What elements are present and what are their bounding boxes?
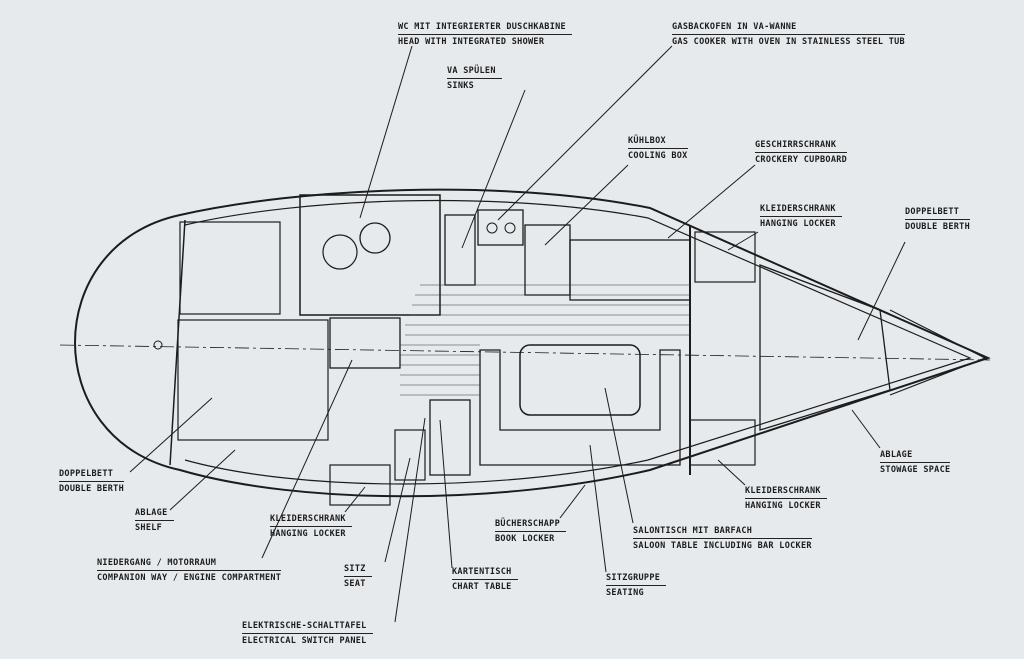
label-berth-aft: DOPPELBETT DOUBLE BERTH [59,467,125,496]
settee-stbd [479,349,681,466]
label-locker-fwd-stbd: KLEIDERSCHRANK HANGING LOCKER [745,484,827,513]
label-de: KARTENTISCH [452,565,518,580]
label-de: SITZ [344,562,372,577]
label-stowage: ABLAGE STOWAGE SPACE [880,448,951,477]
cooling-box [524,224,571,296]
label-en: HANGING LOCKER [745,501,821,511]
label-de: GESCHIRRSCHRANK [755,138,848,153]
centerline [59,344,991,361]
label-de: DOPPELBETT [905,205,971,220]
label-shelf: ABLAGE SHELF [135,506,174,535]
label-chart-table: KARTENTISCH CHART TABLE [452,565,518,594]
label-de: NIEDERGANG / MOTORRAUM [97,556,282,571]
label-de: KLEIDERSCHRANK [270,512,352,527]
aft-berth-lower [177,319,329,441]
label-de: GASBACKOFEN IN VA-WANNE [672,20,905,35]
label-berth-fwd: DOPPELBETT DOUBLE BERTH [905,205,971,234]
label-en: COOLING BOX [628,151,688,161]
label-head: WC MIT INTEGRIERTER DUSCHKABINE HEAD WITH… [398,20,572,49]
label-en: BOOK LOCKER [495,534,555,544]
label-en: HANGING LOCKER [270,529,346,539]
label-locker-fwd-port: KLEIDERSCHRANK HANGING LOCKER [760,202,842,231]
label-locker-aft: KLEIDERSCHRANK HANGING LOCKER [270,512,352,541]
locker-fwd-stbd [689,419,756,466]
saloon-table [519,344,641,416]
seat [394,429,426,481]
label-seating: SITZGRUPPE SEATING [606,571,667,600]
label-seat: SITZ SEAT [344,562,372,591]
label-de: KÜHLBOX [628,134,688,149]
label-de: VA SPÜLEN [447,64,502,79]
label-en: DOUBLE BERTH [59,484,125,494]
label-de: DOPPELBETT [59,467,125,482]
label-switch-panel: ELEKTRISCHE-SCHALTTAFEL ELECTRICAL SWITCH… [242,619,373,648]
label-en: DOUBLE BERTH [905,222,971,232]
settee-port [569,239,691,301]
label-cooling-box: KÜHLBOX COOLING BOX [628,134,688,163]
label-en: SEAT [344,579,366,589]
label-en: HEAD WITH INTEGRATED SHOWER [398,37,545,47]
label-de: KLEIDERSCHRANK [745,484,827,499]
companionway-steps [329,317,401,369]
label-en: SHELF [135,523,163,533]
cabin-sole-planking [400,284,690,396]
label-en: SALOON TABLE INCLUDING BAR LOCKER [633,541,812,551]
label-companionway: NIEDERGANG / MOTORRAUM COMPANION WAY / EN… [97,556,282,585]
forward-berth [759,264,891,431]
label-en: HANGING LOCKER [760,219,836,229]
label-de: ELEKTRISCHE-SCHALTTAFEL [242,619,373,634]
deck-inner-line [184,199,972,485]
label-en: COMPANION WAY / ENGINE COMPARTMENT [97,573,282,583]
label-cooker: GASBACKOFEN IN VA-WANNE GAS COOKER WITH O… [672,20,905,49]
label-en: STOWAGE SPACE [880,465,951,475]
label-saloon-table: SALONTISCH MIT BARFACH SALOON TABLE INCLU… [633,524,812,553]
locker-fwd-port [694,231,756,283]
leader-lines [129,45,906,623]
aft-berth [179,221,281,315]
shower-basin [322,234,358,270]
label-en: CHART TABLE [452,582,512,592]
label-de: SITZGRUPPE [606,571,667,586]
label-de: ABLAGE [135,506,174,521]
label-de: WC MIT INTEGRIERTER DUSCHKABINE [398,20,572,35]
label-de: ABLAGE [880,448,951,463]
head-compartment [299,194,441,316]
label-en: ELECTRICAL SWITCH PANEL [242,636,367,646]
label-book-locker: BÜCHERSCHAPP BOOK LOCKER [495,517,567,546]
label-de: SALONTISCH MIT BARFACH [633,524,812,539]
label-de: BÜCHERSCHAPP [495,517,567,532]
label-en: SINKS [447,81,475,91]
chart-table [429,399,471,476]
label-de: KLEIDERSCHRANK [760,202,842,217]
cooker [477,209,524,246]
wc-bowl [359,222,391,254]
bow-tip [889,309,987,396]
label-en: SEATING [606,588,644,598]
label-en: GAS COOKER WITH OVEN IN STAINLESS STEEL … [672,37,905,47]
locker-aft [329,464,391,506]
label-en: CROCKERY CUPBOARD [755,155,848,165]
hull-outline [74,188,991,498]
label-sinks: VA SPÜLEN SINKS [447,64,502,93]
label-crockery: GESCHIRRSCHRANK CROCKERY CUPBOARD [755,138,848,167]
